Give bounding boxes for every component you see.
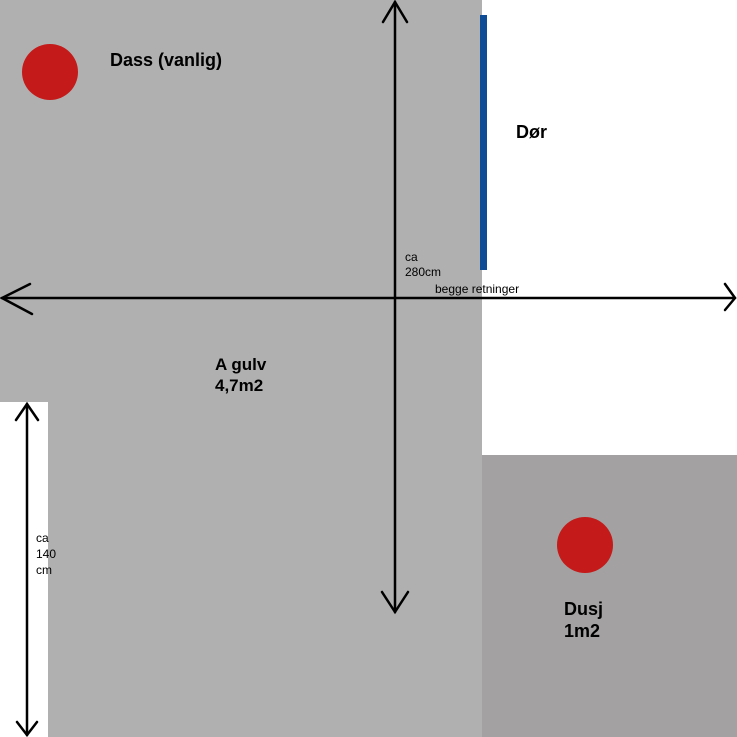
- floor-area-label: 4,7m2: [215, 376, 263, 395]
- left-dimension-arrow: [14, 401, 40, 737]
- arrow-head-down-icon: [380, 590, 410, 615]
- dim-280-ca-label: ca: [405, 250, 418, 264]
- shower-area: [482, 455, 737, 737]
- dim-140-unit-label: cm: [36, 563, 52, 577]
- shower-area-label: 1m2: [564, 621, 600, 641]
- door-label: Dør: [516, 122, 547, 142]
- main-floor-area: [0, 0, 482, 737]
- vertical-dimension-arrow: [380, 0, 410, 615]
- shower-marker-icon: [557, 517, 613, 573]
- dim-140-value-label: 140: [36, 547, 56, 561]
- toilet-label: Dass (vanlig): [110, 50, 222, 70]
- floor-name-label: A gulv: [215, 355, 267, 374]
- arrow-head-up-small-icon: [14, 401, 40, 422]
- dim-140-ca-label: ca: [36, 531, 49, 545]
- dim-280-value-label: 280cm: [405, 265, 441, 279]
- arrow-head-right-icon: [723, 282, 737, 312]
- horizontal-dimension-arrow: [0, 282, 737, 316]
- arrow-head-down-small-icon: [15, 720, 39, 737]
- arrow-head-up-icon: [381, 0, 409, 24]
- arrow-head-left-icon: [0, 282, 34, 316]
- dim-280-note-label: begge retninger: [435, 282, 519, 296]
- shower-name-label: Dusj: [564, 599, 603, 619]
- door-line: [480, 15, 487, 270]
- toilet-marker-icon: [22, 44, 78, 100]
